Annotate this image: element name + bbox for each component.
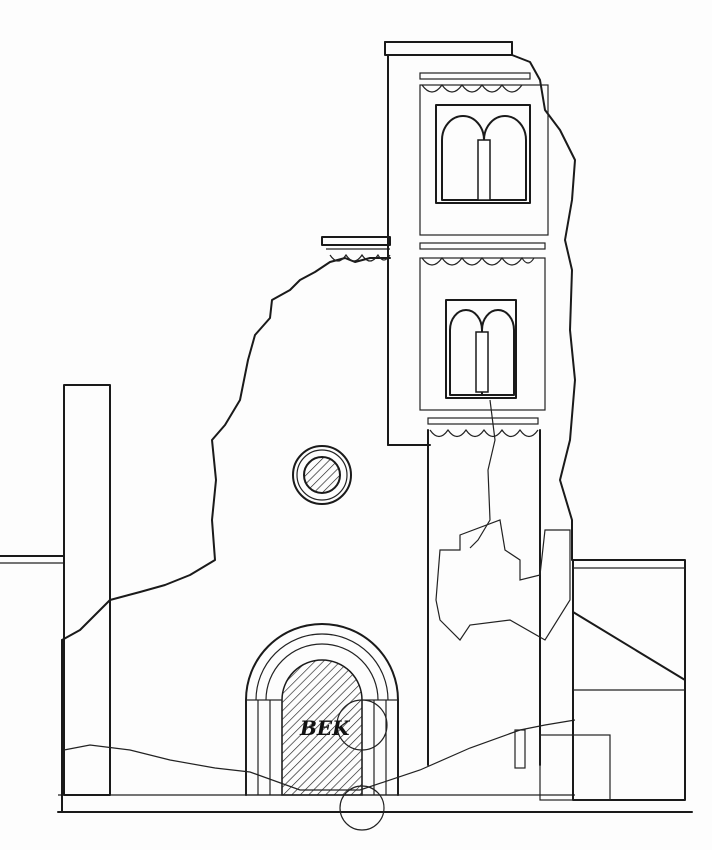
right-building: [514, 559, 686, 801]
lower-tower: [427, 399, 571, 766]
left-pillar: [63, 384, 111, 796]
door-marking: BEK: [299, 716, 351, 740]
middle-tower-window: [445, 299, 517, 399]
upper-belfry-window: [435, 104, 531, 204]
ruined-wall-outline: [61, 257, 391, 641]
arched-doorway: BEK: [245, 623, 399, 831]
left-wall-lines: [0, 555, 65, 564]
bell-tower: [384, 41, 576, 561]
rose-window: [292, 445, 352, 505]
ground-line: [57, 794, 693, 813]
gable-cornice: [321, 236, 391, 262]
